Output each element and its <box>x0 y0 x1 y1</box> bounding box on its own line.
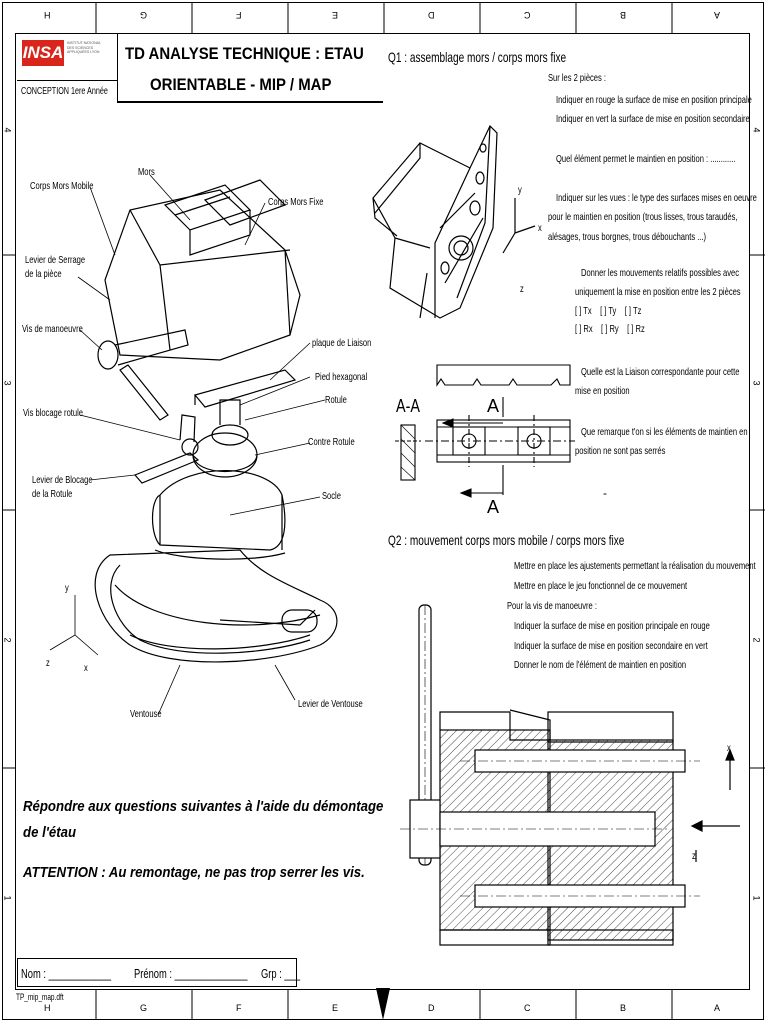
q1-section-views <box>395 364 575 498</box>
file-name: TP_mip_map.dft <box>16 992 64 1002</box>
logo-subtext: INSTITUT NATIONAL DES SCIENCES APPLIQUÉE… <box>67 41 101 54</box>
zone-number-left: 3 <box>2 380 13 386</box>
zone-letter-top: G <box>140 10 148 20</box>
label-levier-ventouse: Levier de Ventouse <box>298 698 363 710</box>
q1-rouge: Indiquer en rouge la surface de mise en … <box>556 94 752 106</box>
q1-quel-element: Quel élément permet le maintien en posit… <box>556 153 736 165</box>
zone-letter-top: C <box>524 10 531 20</box>
zone-letter-top: H <box>44 10 51 20</box>
zone-number-right: 2 <box>751 637 762 643</box>
page-title-line2: ORIENTABLE - MIP / MAP <box>150 75 332 94</box>
label-corps-mors-fixe: Corps Mors Fixe <box>268 196 324 208</box>
label-pied-hexagonal: Pied hexagonal <box>315 371 368 383</box>
q1-type-surfaces-1: Indiquer sur les vues : le type des surf… <box>556 192 757 204</box>
label-rotule: Rotule <box>325 394 347 406</box>
q1-heading: Q1 : assemblage mors / corps mors fixe <box>388 49 567 65</box>
q1-liaison-2: mise en position <box>575 385 630 397</box>
zone-letter-bottom: F <box>236 1003 242 1013</box>
q2-line3: Pour la vis de manoeuvre : <box>507 600 597 612</box>
zone-number-left: 4 <box>2 127 13 133</box>
q1-axis-x: x <box>538 222 542 234</box>
zone-number-right: 4 <box>751 127 762 133</box>
insa-logo: INSA INSTITUT NATIONAL DES SCIENCES APPL… <box>22 40 112 78</box>
q1-mouvements-translations[interactable]: [ ] Tx [ ] Ty [ ] Tz <box>575 305 642 317</box>
q1-part-isometric <box>372 124 536 319</box>
instructions-line1: Répondre aux questions suivantes à l'aid… <box>23 798 384 815</box>
attention-note: ATTENTION : Au remontage, ne pas trop se… <box>23 864 365 881</box>
section-label-aa: A-A <box>396 396 421 416</box>
q1-vert: Indiquer en vert la surface de mise en p… <box>556 113 750 125</box>
vise-leader-lines <box>49 174 326 715</box>
header-divider <box>117 33 118 101</box>
zone-letter-bottom: G <box>140 1003 148 1013</box>
zone-letter-top: F <box>236 10 242 20</box>
zone-letter-top: E <box>332 10 339 20</box>
q1-type-surfaces-2: pour le maintien en position (trous liss… <box>548 211 738 223</box>
conception-label: CONCEPTION 1ere Année <box>21 86 108 97</box>
zone-letter-bottom: A <box>714 1003 721 1013</box>
zone-number-left: 1 <box>2 895 13 901</box>
nom-field[interactable]: Nom : ____________ <box>21 966 112 981</box>
q2-line6: Donner le nom de l'élément de maintien e… <box>514 659 687 671</box>
label-levier-blocage-1: Levier de Blocage <box>32 474 93 486</box>
logo-text: INSA <box>22 40 64 66</box>
header-underline <box>117 101 383 103</box>
q1-axis-y: y <box>518 184 522 196</box>
label-mors: Mors <box>138 166 155 178</box>
q2-line1: Mettre en place les ajustements permetta… <box>514 560 756 572</box>
q2-line5: Indiquer la surface de mise en position … <box>514 640 708 652</box>
q1-liaison-1: Quelle est la Liaison correspondante pou… <box>581 366 740 378</box>
q1-type-surfaces-3: alésages, trous borgnes, trous débouchan… <box>548 231 707 243</box>
q2-section-drawing <box>400 604 740 946</box>
cut-label-a-top: A <box>487 396 500 416</box>
identity-box <box>17 958 297 987</box>
label-plaque-liaison: plaque de Liaison <box>312 337 372 349</box>
q1-mouvements-rotations[interactable]: [ ] Rx [ ] Ry [ ] Rz <box>575 323 645 335</box>
q2-heading: Q2 : mouvement corps mors mobile / corps… <box>388 532 625 548</box>
zone-letter-top: B <box>620 10 627 20</box>
zone-letter-bottom: C <box>524 1003 531 1013</box>
label-levier-blocage-2: de la Rotule <box>32 488 73 500</box>
axis-x-label: x <box>84 662 88 674</box>
cut-label-a-bottom: A <box>487 497 500 517</box>
label-socle: Socle <box>322 490 341 502</box>
q1-mouvements-2: uniquement la mise en position entre les… <box>575 286 741 298</box>
prenom-field[interactable]: Prénom : ______________ <box>134 966 248 981</box>
label-ventouse: Ventouse <box>130 708 162 720</box>
label-vis-manoeuvre: Vis de manoeuvre <box>22 323 83 335</box>
q1-remarque-2: position ne sont pas serrés <box>575 445 666 457</box>
zone-letter-top: A <box>714 10 721 20</box>
zone-number-left: 2 <box>2 637 13 643</box>
q1-sur-pieces: Sur les 2 pièces : <box>548 72 606 84</box>
q1-dash: - <box>603 486 607 500</box>
q1-remarque-1: Que remarque t'on si les éléments de mai… <box>581 426 748 438</box>
zone-letter-top: D <box>428 10 435 20</box>
grp-field[interactable]: Grp : ___ <box>261 966 301 981</box>
zone-letter-bottom: H <box>44 1003 51 1013</box>
zone-number-right: 1 <box>751 895 762 901</box>
q1-mouvements-1: Donner les mouvements relatifs possibles… <box>581 267 739 279</box>
q2-line2: Mettre en place le jeu fonctionnel de ce… <box>514 580 688 592</box>
label-levier-serrage-1: Levier de Serrage <box>25 254 86 266</box>
instructions-line2: de l'étau <box>23 824 77 841</box>
zone-letter-bottom: D <box>428 1003 435 1013</box>
label-contre-rotule: Contre Rotule <box>308 436 355 448</box>
label-levier-serrage-2: de la pièce <box>25 268 62 280</box>
q2-axis-z: z <box>692 850 696 862</box>
zone-letter-bottom: B <box>620 1003 627 1013</box>
zone-number-right: 3 <box>751 380 762 386</box>
zone-letter-bottom: E <box>332 1003 339 1013</box>
axis-y-label: y <box>65 582 69 594</box>
vise-isometric-drawing <box>94 179 338 663</box>
q1-axis-z: z <box>520 283 524 295</box>
label-corps-mors-mobile: Corps Mors Mobile <box>30 180 94 192</box>
page-title-line1: TD ANALYSE TECHNIQUE : ETAU <box>125 44 364 63</box>
label-vis-blocage: Vis blocage rotule <box>23 407 83 419</box>
q2-axis-x: x <box>727 742 731 754</box>
axis-z-label: z <box>46 657 50 669</box>
q2-line4: Indiquer la surface de mise en position … <box>514 620 710 632</box>
